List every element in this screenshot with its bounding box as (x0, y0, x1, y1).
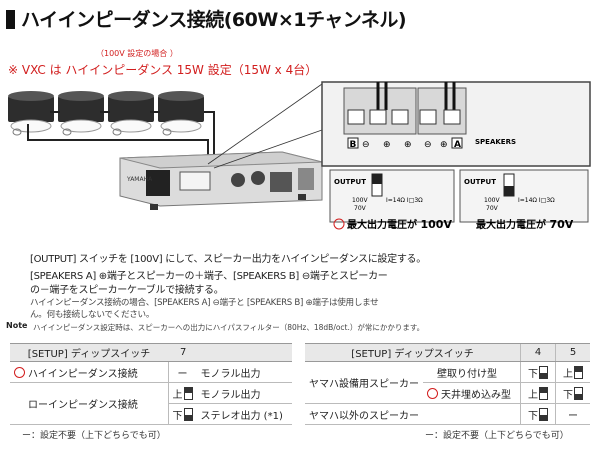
instruction-line-1: [OUTPUT] スイッチを [100V] にして、スピーカー出力をハイインピー… (30, 254, 426, 265)
dip-switch-up-icon (574, 365, 583, 379)
title-bar-mark (6, 10, 15, 29)
polarity-a-plus: ⊕ (440, 140, 448, 150)
table2-other-label: ヤマハ以外のスピーカー (305, 403, 521, 425)
dip-switch-up-icon (539, 386, 548, 400)
table1-row-label: ローインピーダンス接続 (10, 382, 168, 425)
wiring-diagram: YAMAHA B A ⊖ ⊕ ⊕ ⊖ ⊕ SPEAKERS (8, 81, 591, 231)
output-label-70v: OUTPUT (464, 178, 496, 186)
speakers-label: SPEAKERS (475, 138, 516, 146)
ohm-options-b: Ⅰ=14Ω Ⅰ□3Ω (518, 197, 555, 204)
instruction-line-5: ん。何も接続しないでください。 (30, 310, 155, 320)
speaker-1 (8, 91, 54, 136)
v70-label-a: 70V (354, 205, 367, 212)
table2-other-sw4: 下 (520, 403, 556, 425)
terminal-b-label: B (350, 140, 357, 150)
page-title: ハイインピーダンス接続(60W×1チャンネル) (6, 5, 407, 32)
amplifier: YAMAHA (119, 151, 323, 210)
table1-footnote: ー：設定不要（上下どちらでも可） (22, 431, 166, 441)
dip-switch-up-icon (183, 386, 193, 400)
speaker-2 (58, 91, 104, 136)
table2-header-num4: 4 (520, 343, 556, 362)
note-label: Note (6, 321, 28, 330)
highlight-circle-icon (14, 366, 25, 378)
ceiling-speakers (8, 91, 204, 136)
dip-switch-down-icon (539, 407, 548, 421)
table1-row-label: ハイインピーダンス接続 (10, 361, 168, 383)
table2-row-sw5: 上 (555, 361, 590, 383)
table2-row-sw4: 下 (520, 361, 556, 383)
setup-switch-table-7: [SETUP] ディップスイッチ 7 ハイインピーダンス接続 ー モノラル出力 … (10, 343, 292, 425)
speaker-cables (27, 111, 215, 164)
output-switch-100v: OUTPUT 100V 70V Ⅰ=14Ω Ⅰ□3Ω (329, 169, 455, 223)
v100-label-a: 100V (352, 197, 368, 204)
ohm-options-a: Ⅰ=14Ω Ⅰ□3Ω (386, 197, 423, 204)
note-text: ハイインピーダンス設定時は、スピーカーへの出力にハイパスフィルター（80Hz、1… (33, 323, 425, 332)
dip-switch-down-icon (574, 386, 583, 400)
table-row: ハイインピーダンス接続 ー モノラル出力 (10, 361, 292, 383)
max-voltage-100v: 最大出力電圧が 100V (347, 218, 452, 231)
speaker-3 (108, 91, 154, 136)
table1-row-desc: ステレオ出力 (*1) (196, 403, 292, 425)
table-row: ローインピーダンス接続 上 モノラル出力 (10, 382, 292, 425)
highlight-circle-icon (427, 387, 438, 399)
max-voltage-marker-circle (333, 218, 345, 230)
table2-other-sw5: ー (555, 403, 590, 425)
speaker-4 (158, 91, 204, 136)
terminal-a-label: A (454, 140, 461, 150)
setup-switch-table-4-5: [SETUP] ディップスイッチ 4 5 ヤマハ設備用スピーカー 壁取り付け型 … (305, 343, 590, 425)
table2-row-sw5: 下 (555, 382, 590, 404)
dip-switch-down-icon (539, 365, 548, 379)
v70-label-b: 70V (486, 205, 499, 212)
v100-label-b: 100V (484, 197, 500, 204)
instruction-line-4: ハイインピーダンス接続の場合、[SPEAKERS A] ⊖端子と [SPEAKE… (30, 298, 379, 308)
table-row: 下 ステレオ出力 (*1) (10, 403, 292, 425)
table1-row-sw: 下 (167, 403, 197, 425)
table1-header-num: 7 (168, 343, 292, 362)
table-row: ヤマハ設備用スピーカー 壁取り付け型 下 上 (305, 361, 590, 404)
table1-header-label: [SETUP] ディップスイッチ (10, 343, 168, 362)
polarity-b-plus: ⊕ (383, 140, 391, 150)
vxc-note: ※ VXC は ハイインピーダンス 15W 設定（15W x 4台） (8, 63, 318, 77)
table1-row-desc: モノラル出力 (196, 361, 292, 383)
max-voltage-70v: 最大出力電圧が 70V (476, 218, 574, 231)
table-row: 天井埋め込み型 上 下 (305, 382, 590, 404)
instruction-line-2: [SPEAKERS A] ⊕端子とスピーカーの＋端子、[SPEAKERS B] … (30, 271, 388, 282)
table-row: ヤマハ以外のスピーカー 下 ー (305, 403, 590, 425)
note-100v: （100V 設定の場合 ） (96, 49, 178, 58)
polarity-b-minus: ⊖ (362, 140, 370, 150)
table2-footnote: ー：設定不要（上下どちらでも可） (425, 431, 569, 441)
terminal-block: B A ⊖ ⊕ ⊕ ⊖ ⊕ SPEAKERS (321, 81, 591, 167)
output-label-100v: OUTPUT (334, 178, 366, 186)
table1-row-desc: モノラル出力 (196, 382, 292, 404)
amp-brand-label: YAMAHA (126, 176, 153, 183)
table2-header-label: [SETUP] ディップスイッチ (305, 343, 521, 362)
output-switch-70v: OUTPUT 100V 70V Ⅰ=14Ω Ⅰ□3Ω (459, 169, 589, 223)
title-text: ハイインピーダンス接続(60W×1チャンネル) (21, 9, 407, 31)
table2-group-label: ヤマハ設備用スピーカー (305, 361, 423, 404)
polarity-a-minus: ⊖ (424, 140, 432, 150)
table1-row-sw: 上 (167, 382, 197, 404)
table2-row-sw4: 上 (520, 382, 556, 404)
instruction-line-3: の－端子をスピーカーケーブルで接続する。 (30, 285, 224, 296)
table1-row-sw: ー (167, 361, 197, 383)
dip-switch-down-icon (183, 407, 193, 421)
table2-header-num5: 5 (555, 343, 590, 362)
polarity-b2-plus: ⊕ (404, 140, 412, 150)
table2-row-label: 壁取り付け型 (423, 361, 521, 383)
zoom-callout-lines (207, 83, 323, 169)
table2-row-label: 天井埋め込み型 (423, 382, 521, 404)
